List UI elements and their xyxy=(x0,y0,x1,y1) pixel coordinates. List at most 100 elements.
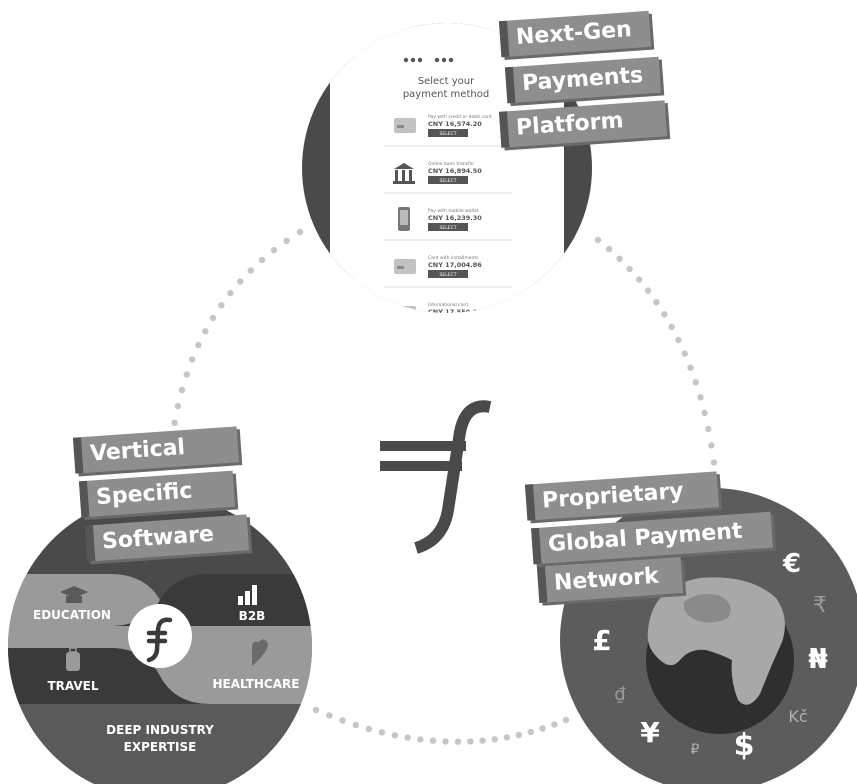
label-text: Vertical xyxy=(89,435,186,467)
connector-dot xyxy=(365,725,373,733)
connector-dot xyxy=(195,341,202,349)
healthcare-label: HEALTHCARE xyxy=(213,677,300,691)
label-text: Next-Gen xyxy=(515,17,633,51)
connector-dot xyxy=(442,738,449,745)
connector-dot xyxy=(701,409,708,416)
connector-dot xyxy=(352,721,359,729)
koruna-symbol: Kč xyxy=(788,707,807,726)
connector-dot xyxy=(183,371,190,378)
expertise-line2: EXPERTISE xyxy=(124,740,197,754)
mobile-phone-icon xyxy=(398,207,410,231)
card-icon xyxy=(394,259,416,274)
select-button[interactable] xyxy=(428,317,468,325)
connector-dot xyxy=(218,302,225,309)
travel-label: TRAVEL xyxy=(47,679,98,693)
connector-dot xyxy=(237,278,244,285)
connector-dot xyxy=(710,459,718,466)
label-text: Platform xyxy=(515,108,625,141)
connector-dot xyxy=(491,736,498,743)
connector-dot xyxy=(258,256,266,264)
payment-option-amount: CNY 16,574.20 xyxy=(428,120,482,128)
connector-dot xyxy=(174,402,182,410)
connector-dot xyxy=(391,732,398,739)
left-logo-circle xyxy=(128,604,192,668)
connector-dot xyxy=(270,246,278,254)
connector-dot xyxy=(404,734,411,741)
label-tag-accent xyxy=(78,480,90,518)
label-tag-accent xyxy=(72,437,84,474)
connector-dot xyxy=(515,731,523,739)
connector-dot xyxy=(675,336,682,344)
connector-dot xyxy=(708,442,715,449)
connector-dot xyxy=(594,236,602,244)
payment-option-desc: Online bank transfer xyxy=(428,161,474,167)
phone-title-line2: payment method xyxy=(403,89,489,100)
connector-dot xyxy=(562,716,570,724)
connector-dot xyxy=(209,314,217,322)
label-tag-accent xyxy=(536,566,548,603)
yen-symbol: ¥ xyxy=(640,716,660,749)
connector-dot xyxy=(681,350,688,357)
connector-dot xyxy=(605,245,613,253)
select-button[interactable] xyxy=(428,129,468,137)
connector-dot xyxy=(429,737,437,744)
connector-dot xyxy=(467,738,474,745)
payment-option-amount: CNY 17,550.00 xyxy=(428,308,482,316)
travel-band xyxy=(8,648,210,704)
connector-dot xyxy=(635,276,643,283)
connector-dot xyxy=(692,379,699,386)
connector-dot xyxy=(527,728,534,736)
label-text: Payments xyxy=(521,62,644,97)
connector-dot xyxy=(417,736,424,743)
select-button[interactable] xyxy=(428,176,468,184)
select-button-label: SELECT xyxy=(440,178,457,184)
phone-title-line1: Select your xyxy=(418,76,475,87)
b2b-label: B2B xyxy=(239,609,266,623)
label-tag-accent xyxy=(524,484,536,521)
payment-option-desc: Pay with mobile wallet xyxy=(428,208,479,214)
connector-dot xyxy=(227,289,234,297)
select-button[interactable] xyxy=(428,270,468,278)
connector-dot xyxy=(626,265,633,273)
label-text: Proprietary xyxy=(541,478,685,514)
connector-dot xyxy=(454,738,462,745)
connector-dot xyxy=(378,729,386,736)
payment-option-amount: CNY 16,894.50 xyxy=(428,167,482,175)
card-icon xyxy=(394,306,416,313)
payment-option-desc: Card with installments xyxy=(428,255,479,261)
connector-dot xyxy=(326,712,333,719)
top-panel: Select your payment method Pay with cred… xyxy=(302,23,592,325)
payment-option-desc: Pay with credit or debit card xyxy=(428,114,492,120)
connector-dot xyxy=(202,328,209,335)
label-tag-accent xyxy=(498,20,510,58)
connector-dot xyxy=(171,419,178,426)
peso-symbol: ₽ xyxy=(691,742,700,758)
label-tag-accent xyxy=(531,527,542,565)
label-tag-accent xyxy=(84,525,96,562)
euro-symbol: € xyxy=(782,549,801,579)
rupee-symbol: ₹ xyxy=(813,593,827,618)
pound-symbol: £ xyxy=(592,624,611,657)
select-button-label: SELECT xyxy=(440,272,457,278)
education-label: EDUCATION xyxy=(33,608,111,622)
luggage-icon xyxy=(66,647,80,671)
dollar-symbol: $ xyxy=(734,728,755,763)
connector-dot xyxy=(661,311,668,318)
select-button-label: SELECT xyxy=(440,319,457,325)
connector-dot xyxy=(296,228,304,236)
card-icon xyxy=(394,118,416,133)
left-logo-mark xyxy=(146,617,173,663)
label-text: Global Payment xyxy=(547,518,744,558)
center-logo-icon xyxy=(380,400,492,554)
label-text: Specific xyxy=(95,478,194,511)
select-button[interactable] xyxy=(428,223,468,231)
payment-option-amount: CNY 17,004.86 xyxy=(428,261,482,269)
label-tag-accent xyxy=(504,66,516,104)
